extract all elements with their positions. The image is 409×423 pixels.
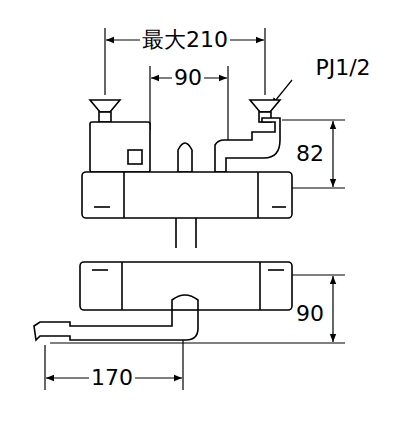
- dimension-label: 最大210: [140, 28, 230, 52]
- dimension-label: 90: [172, 66, 204, 90]
- dimension-label: 82: [294, 142, 326, 166]
- dimension-label: 170: [89, 366, 135, 390]
- dimension-label: 90: [294, 302, 326, 326]
- dimension-label: PJ1/2: [313, 56, 372, 80]
